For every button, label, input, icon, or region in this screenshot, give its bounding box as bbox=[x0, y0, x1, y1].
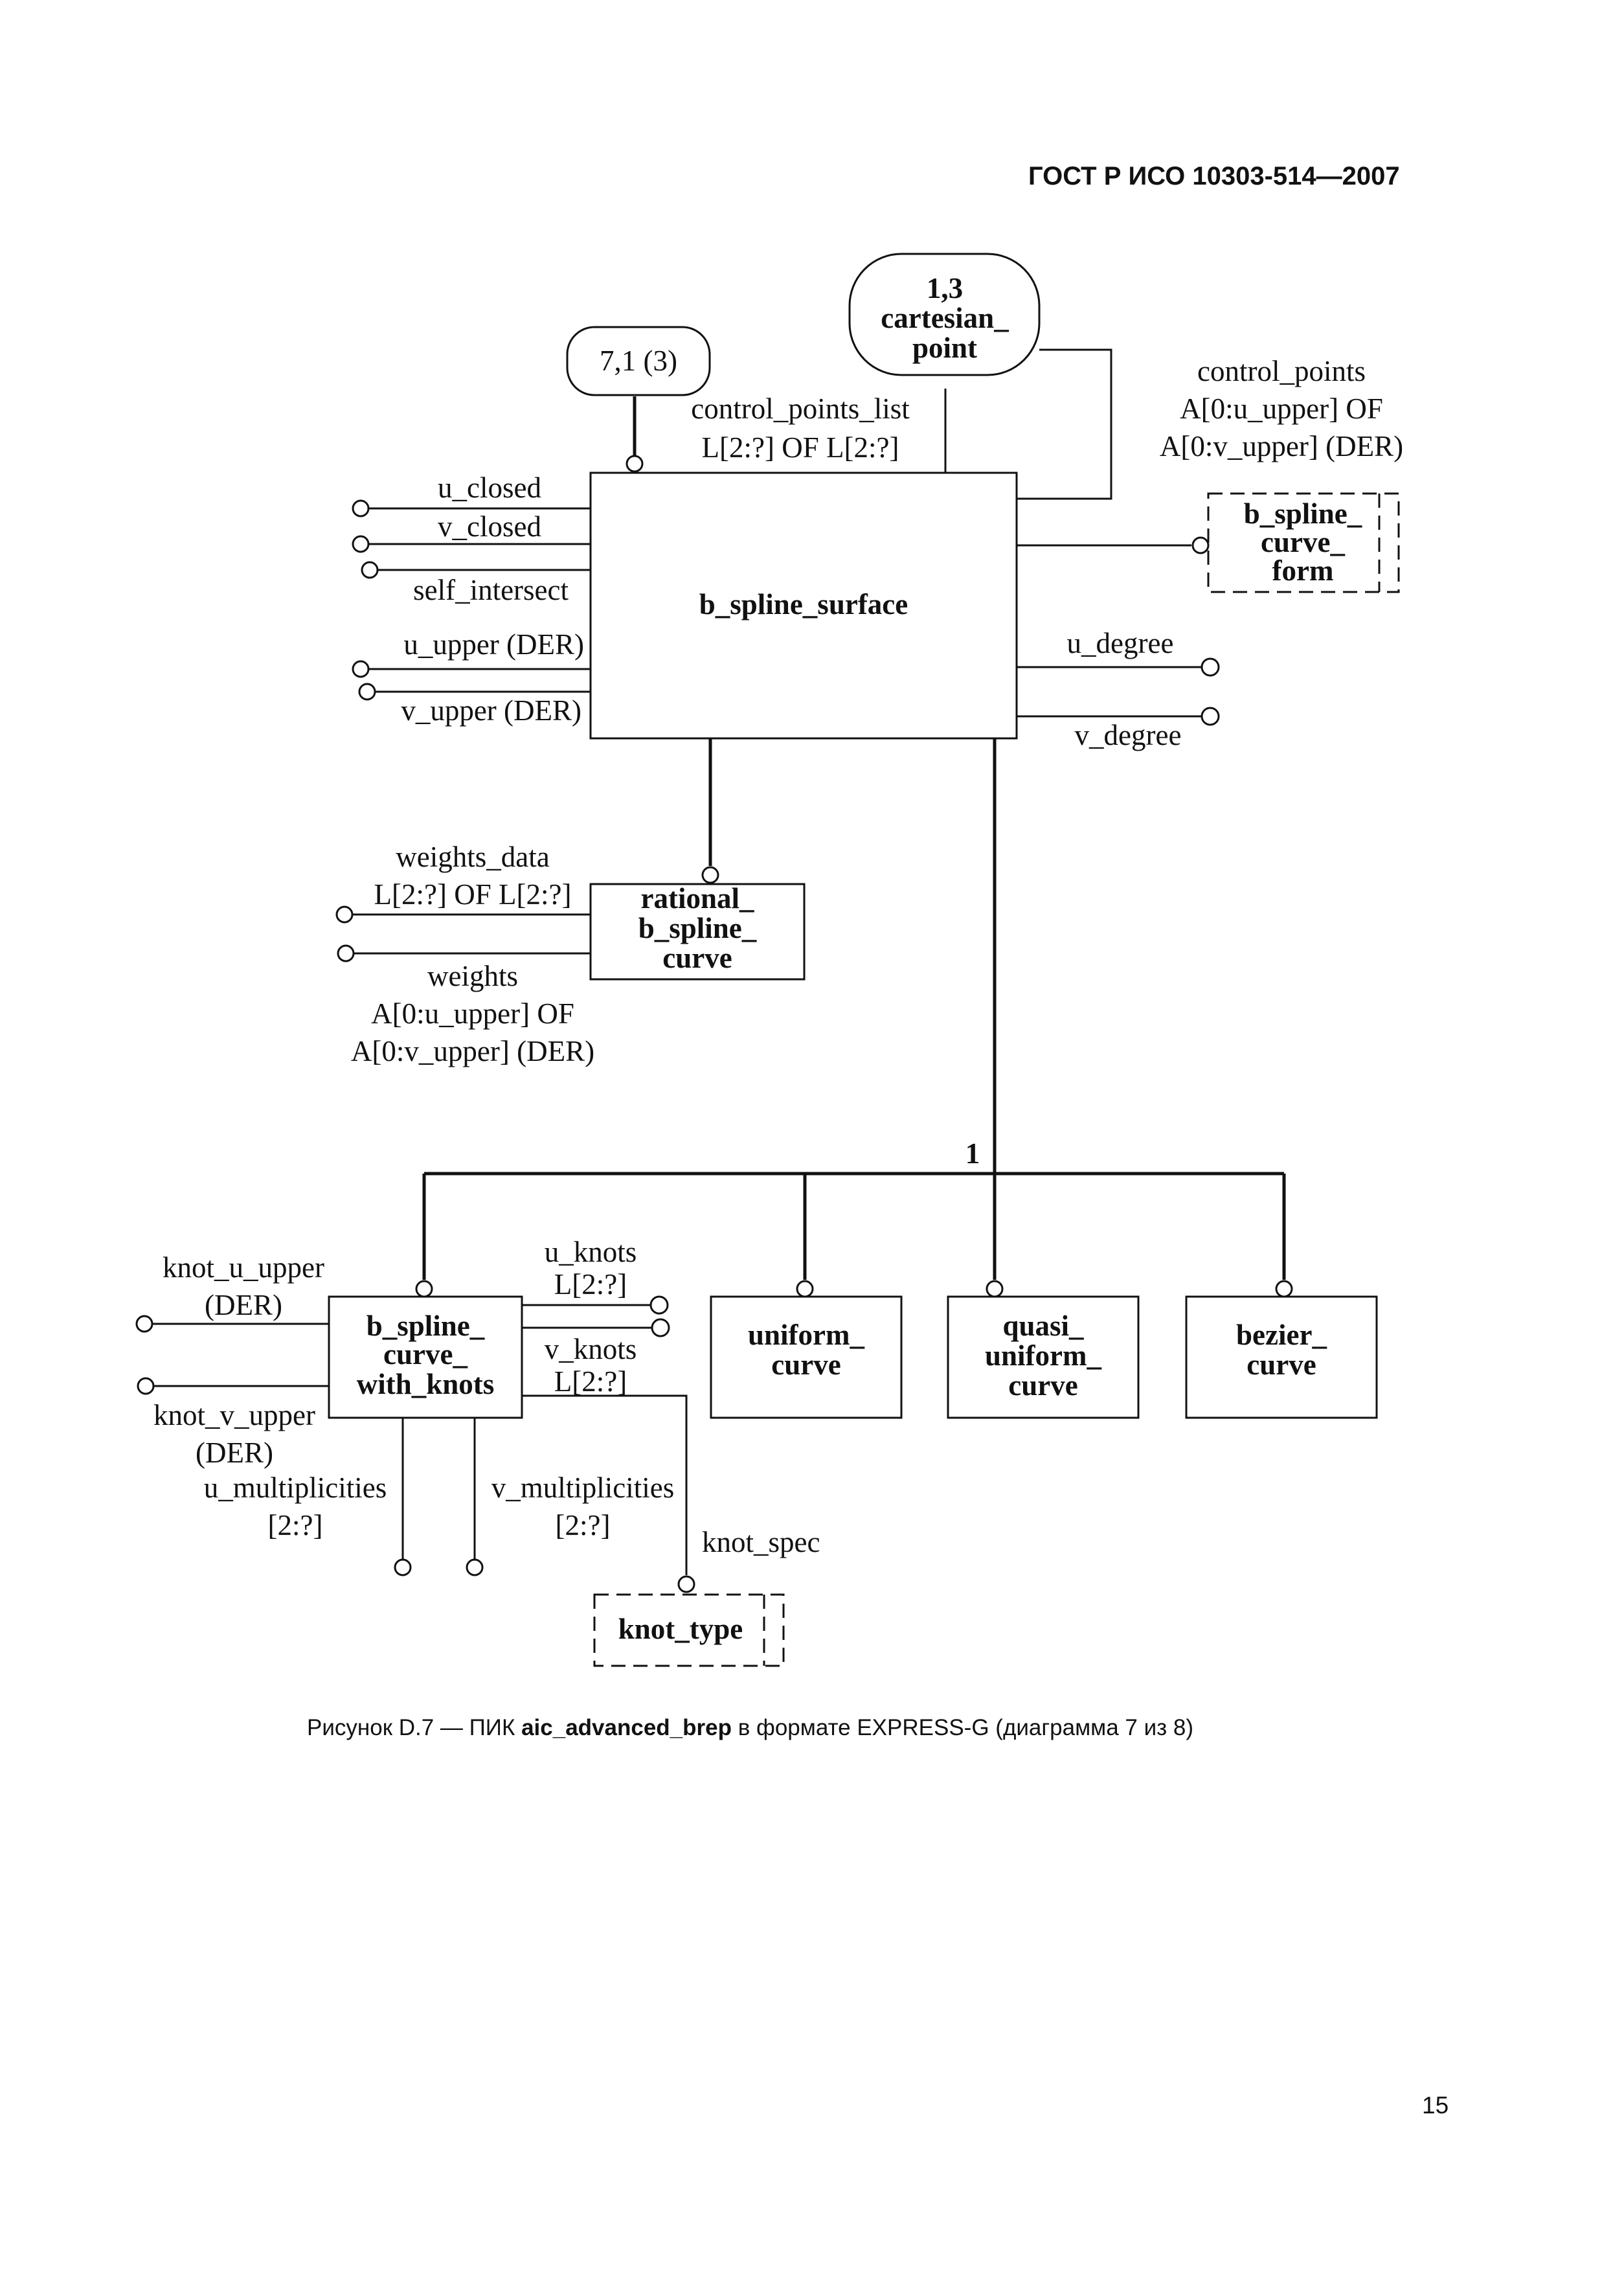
rational-b-spline-curve-box bbox=[589, 883, 806, 981]
self-intersect-label: self_intersect bbox=[413, 574, 569, 606]
v-knots-label: v_knots bbox=[545, 1333, 637, 1365]
bezier-curve-label: bezier_ bbox=[1236, 1319, 1327, 1351]
caption-suffix: в формате EXPRESS-G (диаграмма 7 из 8) bbox=[731, 1715, 1194, 1740]
bezier-curve-label: curve bbox=[1246, 1348, 1316, 1381]
uniform-curve-label: curve bbox=[771, 1348, 840, 1381]
knot-u-upper-label: knot_u_upper bbox=[163, 1251, 324, 1284]
knot-u-upper-label: (DER) bbox=[205, 1289, 282, 1321]
control-points-list-label: control_points_list bbox=[691, 392, 910, 425]
quasi-uniform-curve-box bbox=[947, 1295, 1140, 1419]
u-multiplicities-label: u_multiplicities bbox=[204, 1472, 387, 1504]
page-number: 15 bbox=[1422, 2092, 1449, 2119]
rational-b-spline-curve-label: rational_ bbox=[641, 882, 754, 915]
page-ref-box bbox=[566, 326, 711, 396]
quasi-uniform-curve-label: quasi_ bbox=[1002, 1310, 1084, 1342]
u-degree-label: u_degree bbox=[1067, 627, 1174, 659]
weights-label: A[0:v_upper] (DER) bbox=[351, 1035, 594, 1067]
rational-b-spline-curve-label: b_spline_ bbox=[638, 912, 757, 944]
u-knots-label: L[2:?] bbox=[554, 1268, 627, 1301]
knot-v-upper-label: knot_v_upper bbox=[153, 1399, 315, 1431]
weights-label: weights bbox=[427, 960, 518, 992]
standard-header: ГОСТ Р ИСО 10303-514—2007 bbox=[1028, 162, 1400, 190]
knot-spec-label: knot_spec bbox=[702, 1526, 820, 1558]
b-spline-surface-label: b_spline_surface bbox=[699, 588, 908, 620]
v-multiplicities-label: [2:?] bbox=[556, 1509, 611, 1541]
weights-data-label: L[2:?] OF L[2:?] bbox=[374, 878, 572, 911]
control-points-label: control_points bbox=[1197, 355, 1366, 387]
b-spline-curve-with-knots-label: b_spline_ bbox=[367, 1310, 485, 1342]
quasi-uniform-curve-label: curve bbox=[1008, 1369, 1077, 1402]
b-spline-curve-form-label: b_spline_ bbox=[1244, 497, 1362, 530]
uniform-curve-label: uniform_ bbox=[748, 1319, 865, 1351]
control-points-list-label: L[2:?] OF L[2:?] bbox=[702, 431, 899, 464]
u-upper-label: u_upper (DER) bbox=[403, 628, 584, 661]
u-knots-label: u_knots bbox=[545, 1236, 637, 1268]
subtype-one-of-marker: 1 bbox=[965, 1137, 980, 1170]
caption-schema-name: aic_advanced_brep bbox=[521, 1715, 732, 1740]
b-spline-curve-with-knots-label: curve_ bbox=[383, 1338, 468, 1370]
v-multiplicities-label: v_multiplicities bbox=[491, 1472, 674, 1504]
b-spline-curve-form-label: form bbox=[1272, 554, 1334, 587]
b-spline-curve-with-knots-label: with_knots bbox=[357, 1368, 495, 1400]
v-knots-label: L[2:?] bbox=[554, 1365, 627, 1398]
v-closed-label: v_closed bbox=[438, 510, 541, 543]
u-closed-label: u_closed bbox=[438, 472, 541, 504]
control-points-label: A[0:u_upper] OF bbox=[1180, 392, 1383, 425]
control-points-label: A[0:v_upper] (DER) bbox=[1160, 430, 1403, 462]
u-multiplicities-label: [2:?] bbox=[268, 1509, 323, 1541]
b-spline-surface-box bbox=[589, 472, 1018, 740]
weights-label: A[0:u_upper] OF bbox=[371, 997, 574, 1030]
quasi-uniform-curve-label: uniform_ bbox=[985, 1339, 1102, 1372]
v-upper-label: v_upper (DER) bbox=[401, 694, 581, 727]
b-spline-curve-form-label: curve_ bbox=[1261, 526, 1345, 558]
rational-b-spline-curve-label: curve bbox=[662, 942, 732, 974]
page-ref-label: 7,1 (3) bbox=[600, 345, 677, 377]
knot-type-label: knot_type bbox=[618, 1613, 743, 1645]
cartesian-point-ref-number: 1,3 bbox=[927, 272, 963, 304]
knot-type-box bbox=[593, 1593, 785, 1667]
caption-prefix: Рисунок D.7 — ПИК bbox=[307, 1715, 522, 1740]
cartesian-point-ref-name: cartesian_ bbox=[881, 302, 1009, 334]
cartesian-point-ref-box bbox=[848, 253, 1041, 376]
v-degree-label: v_degree bbox=[1075, 719, 1182, 751]
weights-data-label: weights_data bbox=[396, 841, 549, 873]
knot-v-upper-label: (DER) bbox=[196, 1437, 273, 1469]
figure-caption: Рисунок D.7 — ПИК aic_advanced_brep в фо… bbox=[307, 1715, 1193, 1741]
cartesian-point-ref-name: point bbox=[912, 332, 977, 364]
